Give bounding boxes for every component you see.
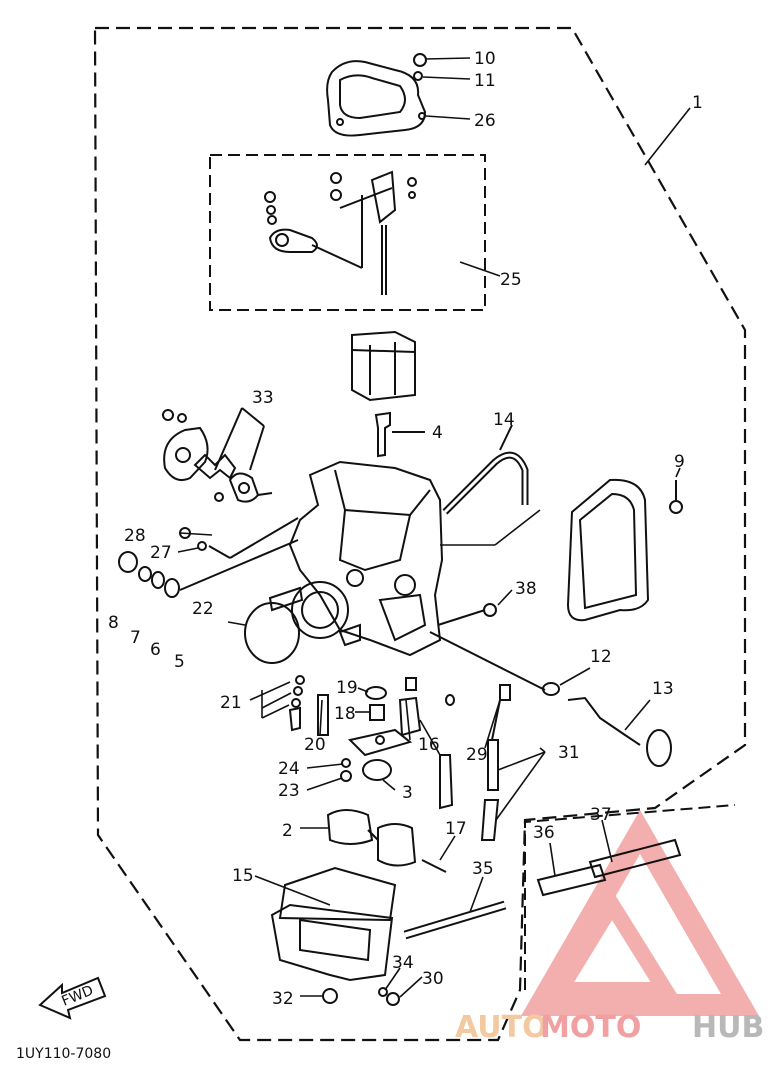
callout-17: 17 bbox=[445, 819, 467, 839]
callout-29: 29 bbox=[466, 745, 488, 765]
callout-labels: 10 11 26 1 25 33 4 14 9 28 27 38 22 8 7 … bbox=[108, 49, 703, 1009]
callout-3: 3 bbox=[402, 783, 413, 803]
callout-35: 35 bbox=[472, 859, 494, 879]
callout-25: 25 bbox=[500, 270, 522, 290]
callout-1: 1 bbox=[692, 93, 703, 113]
top-cover-26 bbox=[326, 60, 427, 137]
callout-10: 10 bbox=[474, 49, 496, 69]
callout-19: 19 bbox=[336, 678, 358, 698]
float-bowl-15 bbox=[278, 866, 397, 922]
callout-23: 23 bbox=[278, 781, 300, 801]
callout-22: 22 bbox=[192, 599, 214, 619]
callout-5: 5 bbox=[174, 652, 185, 672]
callout-30: 30 bbox=[422, 969, 444, 989]
callout-2: 2 bbox=[282, 821, 293, 841]
callout-24: 24 bbox=[278, 759, 300, 779]
float-bowl-side-cover bbox=[566, 478, 650, 622]
callout-34: 34 bbox=[392, 953, 414, 973]
callout-27: 27 bbox=[150, 543, 172, 563]
watermark-moto: MOTO bbox=[540, 1010, 641, 1045]
callout-38: 38 bbox=[515, 579, 537, 599]
watermark-auto: AUTO bbox=[455, 1010, 548, 1045]
sub-assembly-25-box bbox=[209, 154, 486, 311]
callout-31: 31 bbox=[558, 743, 580, 763]
callout-4: 4 bbox=[432, 423, 443, 443]
sub-assembly-36-37-box bbox=[524, 804, 736, 990]
callout-21: 21 bbox=[220, 693, 242, 713]
assembly-outline bbox=[93, 26, 747, 1042]
watermark-text: AUTO MOTO HUB bbox=[455, 1010, 764, 1045]
part-drawings bbox=[118, 53, 683, 1006]
callout-7: 7 bbox=[130, 628, 141, 648]
callout-9: 9 bbox=[674, 452, 685, 472]
watermark-triangle bbox=[520, 810, 760, 1016]
pump-cover-33 bbox=[163, 426, 209, 481]
callout-26: 26 bbox=[474, 111, 496, 131]
callout-12: 12 bbox=[590, 647, 612, 667]
callout-13: 13 bbox=[652, 679, 674, 699]
leader-lines bbox=[177, 57, 691, 998]
float-2 bbox=[326, 809, 374, 845]
callout-14: 14 bbox=[493, 410, 515, 430]
callout-11: 11 bbox=[474, 71, 496, 91]
callout-8: 8 bbox=[108, 613, 119, 633]
callout-37: 37 bbox=[590, 805, 612, 825]
callout-16: 16 bbox=[418, 735, 440, 755]
carburetor-body bbox=[288, 460, 444, 657]
throttle-slide bbox=[351, 330, 416, 402]
callout-18: 18 bbox=[334, 704, 356, 724]
callout-6: 6 bbox=[150, 640, 161, 660]
watermark-hub: HUB bbox=[692, 1010, 764, 1045]
reference-code: 1UY110-7080 bbox=[16, 1046, 111, 1062]
callout-15: 15 bbox=[232, 866, 254, 886]
watermark-logo bbox=[520, 810, 760, 1016]
callout-33: 33 bbox=[252, 388, 274, 408]
forward-arrow-icon: FWD bbox=[38, 976, 107, 1020]
callout-32: 32 bbox=[272, 989, 294, 1009]
callout-28: 28 bbox=[124, 526, 146, 546]
callout-20: 20 bbox=[304, 735, 326, 755]
callout-36: 36 bbox=[533, 823, 555, 843]
